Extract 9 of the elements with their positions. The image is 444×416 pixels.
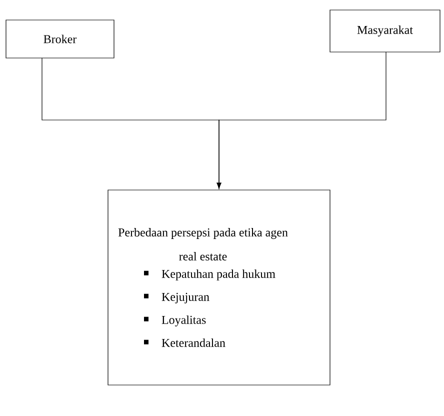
content-box [108,190,330,386]
list-item: Loyalitas [162,316,206,326]
heading: Perbedaan persepsi pada etika agen real estate [118,228,288,260]
label-box: Masyarakat [330,10,440,52]
connector-arrow [216,52,386,189]
label-box: Broker [6,20,114,58]
list-item: Kepatuhan pada hukum [162,270,276,280]
list-item: Keterandalan [162,338,226,347]
list-item: Kejujuran [162,292,210,304]
